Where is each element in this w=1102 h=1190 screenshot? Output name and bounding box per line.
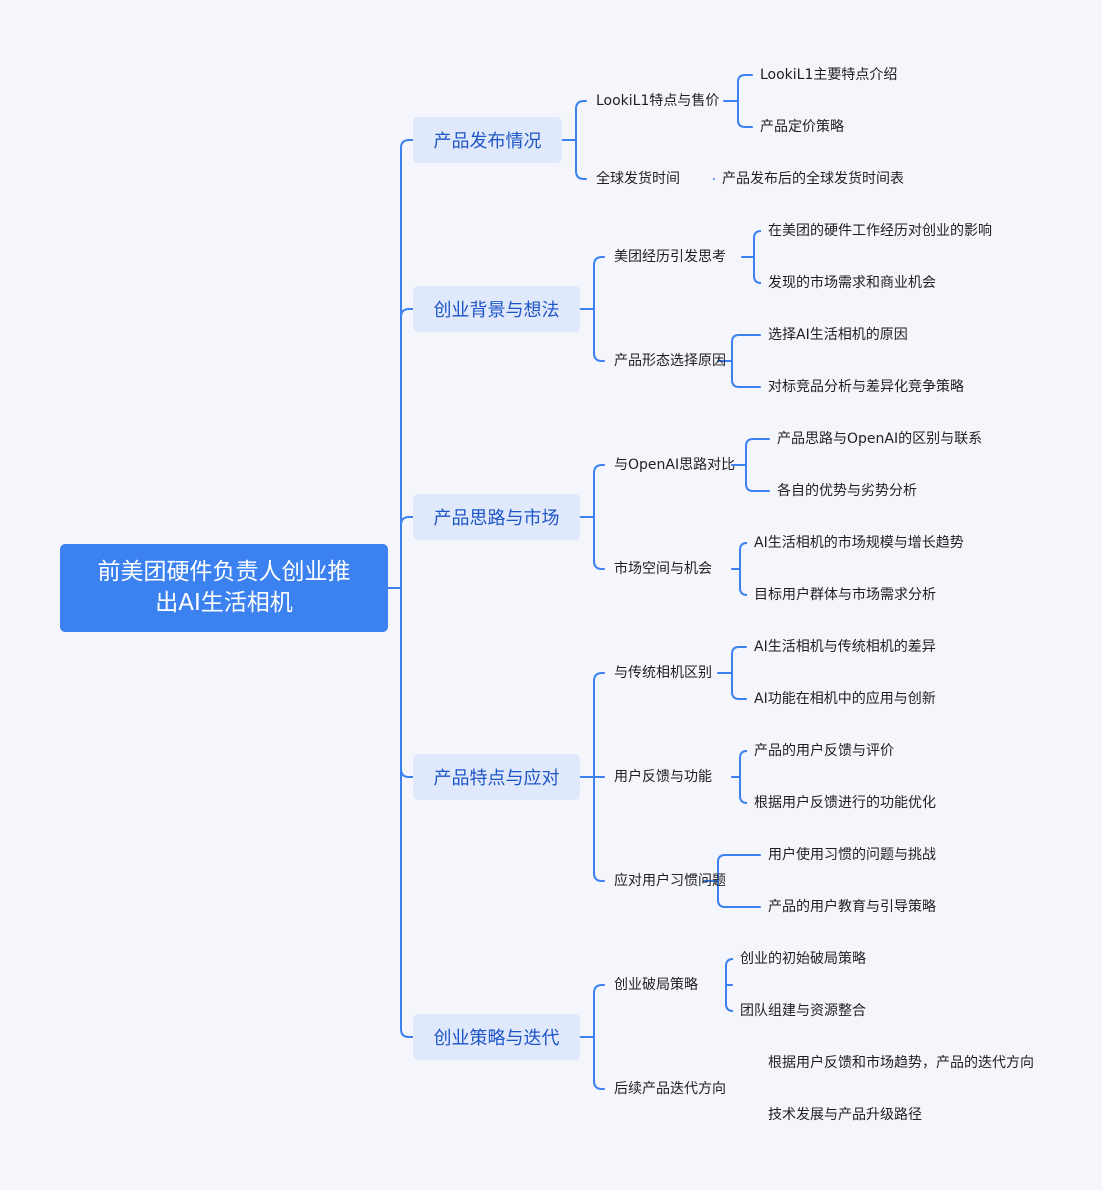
subtopic-3-2-link-branch: [717, 854, 761, 882]
subtopic-4-0-link-branch: [725, 984, 734, 1012]
leaf-0-1-0[interactable]: 产品发布后的全球发货时间表: [722, 171, 904, 187]
subtopic-2-1-link-branch: [739, 568, 748, 596]
subtopic-0-0-link-branch: [737, 100, 753, 128]
topic-1-link-branch: [593, 256, 605, 310]
leaf-1-1-0[interactable]: 选择AI生活相机的原因: [768, 327, 908, 343]
subtopic-3-0-link-branch: [731, 646, 747, 674]
topic-3-link-branch: [593, 776, 605, 882]
leaf-4-0-0[interactable]: 创业的初始破局策略: [740, 951, 866, 967]
subtopic-1-1-link-branch: [731, 334, 761, 362]
topic-3[interactable]: 产品特点与应对: [413, 754, 580, 800]
topic-2-link-branch: [593, 516, 605, 570]
root-branch: [400, 516, 414, 589]
subtopic-1-1-link-branch: [731, 360, 761, 388]
subtopic-0-0-link-branch: [737, 74, 753, 102]
leaf-4-1-0[interactable]: 根据用户反馈和市场趋势，产品的迭代方向: [768, 1055, 1034, 1071]
topic-4[interactable]: 创业策略与迭代: [413, 1014, 580, 1060]
topic-1[interactable]: 创业背景与想法: [413, 286, 580, 332]
topic-0-link-branch: [575, 139, 587, 180]
topic-4-link-branch: [593, 1036, 605, 1090]
subtopic-3-2[interactable]: 应对用户习惯问题: [614, 873, 726, 889]
leaf-1-0-0[interactable]: 在美团的硬件工作经历对创业的影响: [768, 223, 992, 239]
subtopic-1-0[interactable]: 美团经历引发思考: [614, 249, 726, 265]
leaf-1-1-1[interactable]: 对标竞品分析与差异化竞争策略: [768, 379, 964, 395]
leaf-3-1-0[interactable]: 产品的用户反馈与评价: [754, 743, 894, 759]
leaf-4-1-1[interactable]: 技术发展与产品升级路径: [768, 1107, 922, 1123]
subtopic-3-0[interactable]: 与传统相机区别: [614, 665, 712, 681]
leaf-3-0-0[interactable]: AI生活相机与传统相机的差异: [754, 639, 936, 655]
leaf-4-0-1[interactable]: 团队组建与资源整合: [740, 1003, 866, 1019]
subtopic-2-0-link-branch: [745, 464, 770, 492]
topic-2-link-branch: [593, 464, 605, 518]
subtopic-0-0[interactable]: LookiL1特点与售价: [596, 93, 720, 109]
leaf-2-1-0[interactable]: AI生活相机的市场规模与增长趋势: [754, 535, 964, 551]
leaf-2-0-1[interactable]: 各自的优势与劣势分析: [777, 483, 917, 499]
subtopic-1-0-link-branch: [753, 230, 762, 258]
subtopic-3-2-link-branch: [717, 880, 761, 908]
subtopic-4-0-link-branch: [725, 958, 734, 986]
subtopic-2-1-link-branch: [739, 542, 748, 570]
subtopic-0-1[interactable]: 全球发货时间: [596, 171, 680, 187]
root-branch: [400, 587, 414, 778]
subtopic-2-0-link-branch: [745, 438, 770, 466]
topic-4-link-branch: [593, 984, 605, 1038]
leaf-3-2-1[interactable]: 产品的用户教育与引导策略: [768, 899, 936, 915]
leaf-3-0-1[interactable]: AI功能在相机中的应用与创新: [754, 691, 936, 707]
subtopic-4-1[interactable]: 后续产品迭代方向: [614, 1081, 726, 1097]
root-branch: [400, 587, 414, 1038]
subtopic-4-0[interactable]: 创业破局策略: [614, 977, 698, 993]
subtopic-3-1-link-branch: [739, 750, 748, 778]
leaf-0-0-0[interactable]: LookiL1主要特点介绍: [760, 67, 898, 83]
leaf-0-0-1[interactable]: 产品定价策略: [760, 119, 844, 135]
topic-0[interactable]: 产品发布情况: [413, 117, 562, 163]
leaf-3-2-0[interactable]: 用户使用习惯的问题与挑战: [768, 847, 936, 863]
leaf-1-0-1[interactable]: 发现的市场需求和商业机会: [768, 275, 936, 291]
topic-2[interactable]: 产品思路与市场: [413, 494, 580, 540]
topic-0-link-branch: [575, 100, 587, 141]
leaf-3-1-1[interactable]: 根据用户反馈进行的功能优化: [754, 795, 936, 811]
subtopic-3-0-link-branch: [731, 672, 747, 700]
topic-1-link-branch: [593, 308, 605, 362]
subtopic-3-1[interactable]: 用户反馈与功能: [614, 769, 712, 785]
subtopic-2-0[interactable]: 与OpenAI思路对比: [614, 457, 736, 473]
subtopic-3-1-link-branch: [739, 776, 748, 804]
topic-3-link-branch: [593, 672, 605, 778]
subtopic-1-0-link-branch: [753, 256, 762, 284]
leaf-2-1-1[interactable]: 目标用户群体与市场需求分析: [754, 587, 936, 603]
root-branch: [400, 308, 414, 589]
leaf-2-0-0[interactable]: 产品思路与OpenAI的区别与联系: [777, 431, 983, 447]
subtopic-1-1[interactable]: 产品形态选择原因: [614, 353, 726, 369]
subtopic-2-1[interactable]: 市场空间与机会: [614, 561, 712, 577]
root-topic[interactable]: 前美团硬件负责人创业推出AI生活相机: [60, 544, 388, 632]
root-branch: [400, 139, 414, 589]
